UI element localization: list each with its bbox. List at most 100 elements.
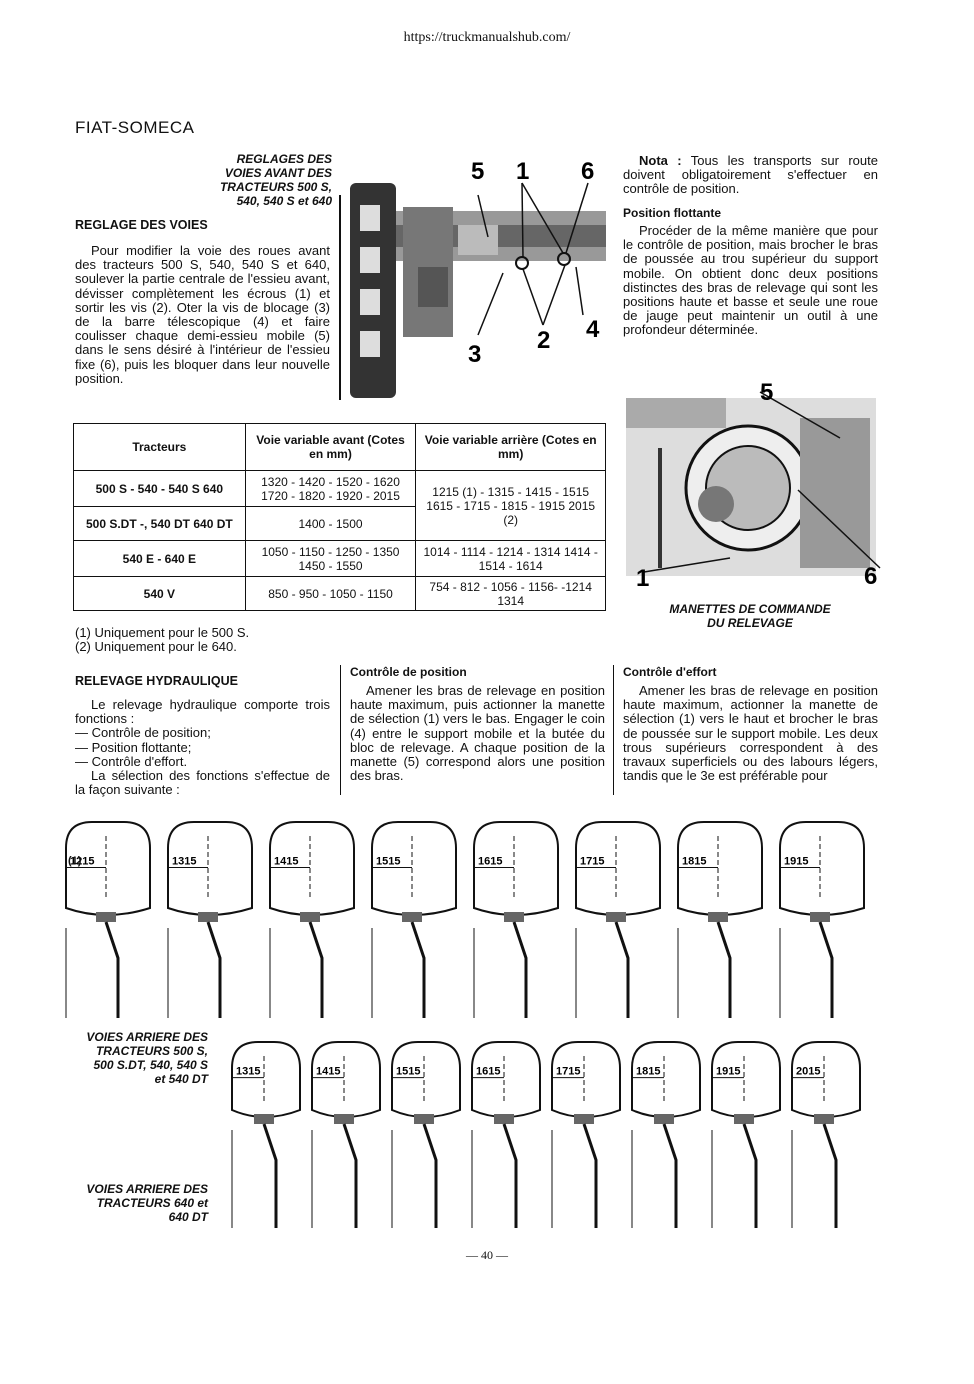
caption-line: VOIES AVANT DES [224,166,332,180]
track-width-label: 1215 [70,856,94,868]
hub [654,1114,674,1124]
hub [254,1114,274,1124]
wheel-disc [716,921,732,1028]
wheel-disc [342,1123,358,1230]
caption-line: et 540 DT [154,1072,208,1086]
tyre-outline [711,1041,781,1118]
caption-line: VOIES ARRIERE DES [86,1182,208,1196]
tyre-outline [677,821,763,916]
hub [300,912,320,922]
page-number: — 40 — [466,1248,508,1262]
wheel-disc [104,921,120,1028]
table-header: Voie variable avant (Cotes en mm) [244,423,417,471]
hub [734,1114,754,1124]
fig1-label: 3 [468,341,481,368]
fig2-label: 1 [636,565,649,590]
fig1-label: 2 [537,327,550,354]
wheel-diagram: 1815 [631,1041,701,1240]
levers-figure: 5 1 6 [620,378,882,592]
wheel-diagram: 1715 [575,821,661,1038]
hub [574,1114,594,1124]
track-width-label: 1915 [784,856,808,868]
tyre-outline [575,821,661,916]
tyre-outline [551,1041,621,1118]
wheel-diagram: 1715 [551,1041,621,1240]
fig2-label: 5 [760,379,773,406]
tyre-outline [391,1041,461,1118]
effort-title: Contrôle d'effort [623,665,717,679]
column-divider [613,665,614,795]
table-cell: 1050 - 1150 - 1250 - 1350 1450 - 1550 [244,540,417,577]
wheel-diagram: 1215 [65,821,151,1038]
wheel-disc [262,1123,278,1230]
wheel-disc [206,921,222,1028]
table-header: Tracteurs [73,423,246,471]
track-width-table: Tracteurs Voie variable avant (Cotes en … [73,423,606,611]
reglage-title: REGLAGE DES VOIES [75,218,208,232]
table-row: 540 E - 640 E 1050 - 1150 - 1250 - 1350 … [73,540,606,577]
wheel-diagram: 1915 [779,821,865,1038]
relevage-item: — Contrôle d'effort. [75,753,188,769]
reglage-text: Pour modifier la voie des roues avant de… [75,243,330,386]
track-width-label: 1615 [476,1066,500,1078]
caption-front-axle: REGLAGES DES VOIES AVANT DES TRACTEURS 5… [150,152,332,208]
wheel-disc [512,921,528,1028]
wheel-disc [410,921,426,1028]
fig1-label: 1 [516,158,529,185]
table-header-row: Tracteurs Voie variable avant (Cotes en … [73,423,606,471]
track-width-label: 1315 [172,856,196,868]
relevage-title: RELEVAGE HYDRAULIQUE [75,674,238,688]
table-cell: 850 - 950 - 1050 - 1150 [244,576,417,611]
hub [708,912,728,922]
table-cell: 500 S - 540 - 540 S 640 [73,470,246,507]
hub [494,1114,514,1124]
hub [334,1114,354,1124]
brand-title: FIAT-SOMECA [75,118,195,137]
effort-paragraph: Amener les bras de relevage en position … [623,683,878,784]
wheel-diagram: 1615 [471,1041,541,1240]
hub [402,912,422,922]
table-notes: (1) Uniquement pour le 500 S. (2) Unique… [75,625,330,654]
wheel-diagram: 1615 [473,821,559,1038]
fig2-label: 6 [864,563,877,590]
wheel-disc [308,921,324,1028]
hub [414,1114,434,1124]
caption-line: TRACTEURS 500 S, [219,180,332,194]
wheel-disc [662,1123,678,1230]
flottante-text: Procéder de la même manière que pour le … [623,223,878,338]
track-width-label: 1815 [636,1066,660,1078]
nota-text: Tous les transports sur route doivent ob… [623,153,878,197]
caption-line: 540, 540 S et 640 [236,194,332,208]
table-cell: 1014 - 1114 - 1214 - 1314 1414 - 1514 - … [415,540,606,577]
tyre-outline [471,1041,541,1118]
caption-rear-1: VOIES ARRIERE DES TRACTEURS 500 S, 500 S… [30,1030,208,1086]
table-cell: 1215 (1) - 1315 - 1415 - 1515 1615 - 171… [415,470,606,541]
caption-line: REGLAGES DES [236,152,332,166]
wheel-disc [614,921,630,1028]
source-url[interactable]: https://truckmanualshub.com/ [403,30,571,45]
track-width-label: 1615 [478,856,502,868]
tyre-outline [371,821,457,916]
levers-illustration: 5 1 6 [626,379,881,592]
track-width-label: 2015 [796,1066,820,1078]
wheel-disc [742,1123,758,1230]
footnote: (1) Uniquement pour le 500 S. [75,625,250,640]
track-width-label: 1915 [716,1066,740,1078]
caption-line: TRACTEURS 500 S, [95,1044,208,1058]
relevage-item: — Contrôle de position; [75,725,211,741]
row1-note: (1) [68,855,82,867]
front-axle-illustration: 5 1 6 3 2 4 [339,158,606,400]
fig1-label: 4 [586,316,600,343]
caption-levers: MANETTES DE COMMANDE DU RELEVAGE [620,602,880,630]
tyre-outline [311,1041,381,1118]
wheel-disc [582,1123,598,1230]
table-cell: 540 E - 640 E [73,540,246,577]
wheel-disc [822,1123,838,1230]
wheel-disc [422,1123,438,1230]
track-width-label: 1715 [580,856,604,868]
wheel-diagram: 1315 [231,1041,301,1240]
hub [606,912,626,922]
flottante-title: Position flottante [623,206,721,220]
table-row: 540 V 850 - 950 - 1050 - 1150 754 - 812 … [73,576,606,611]
